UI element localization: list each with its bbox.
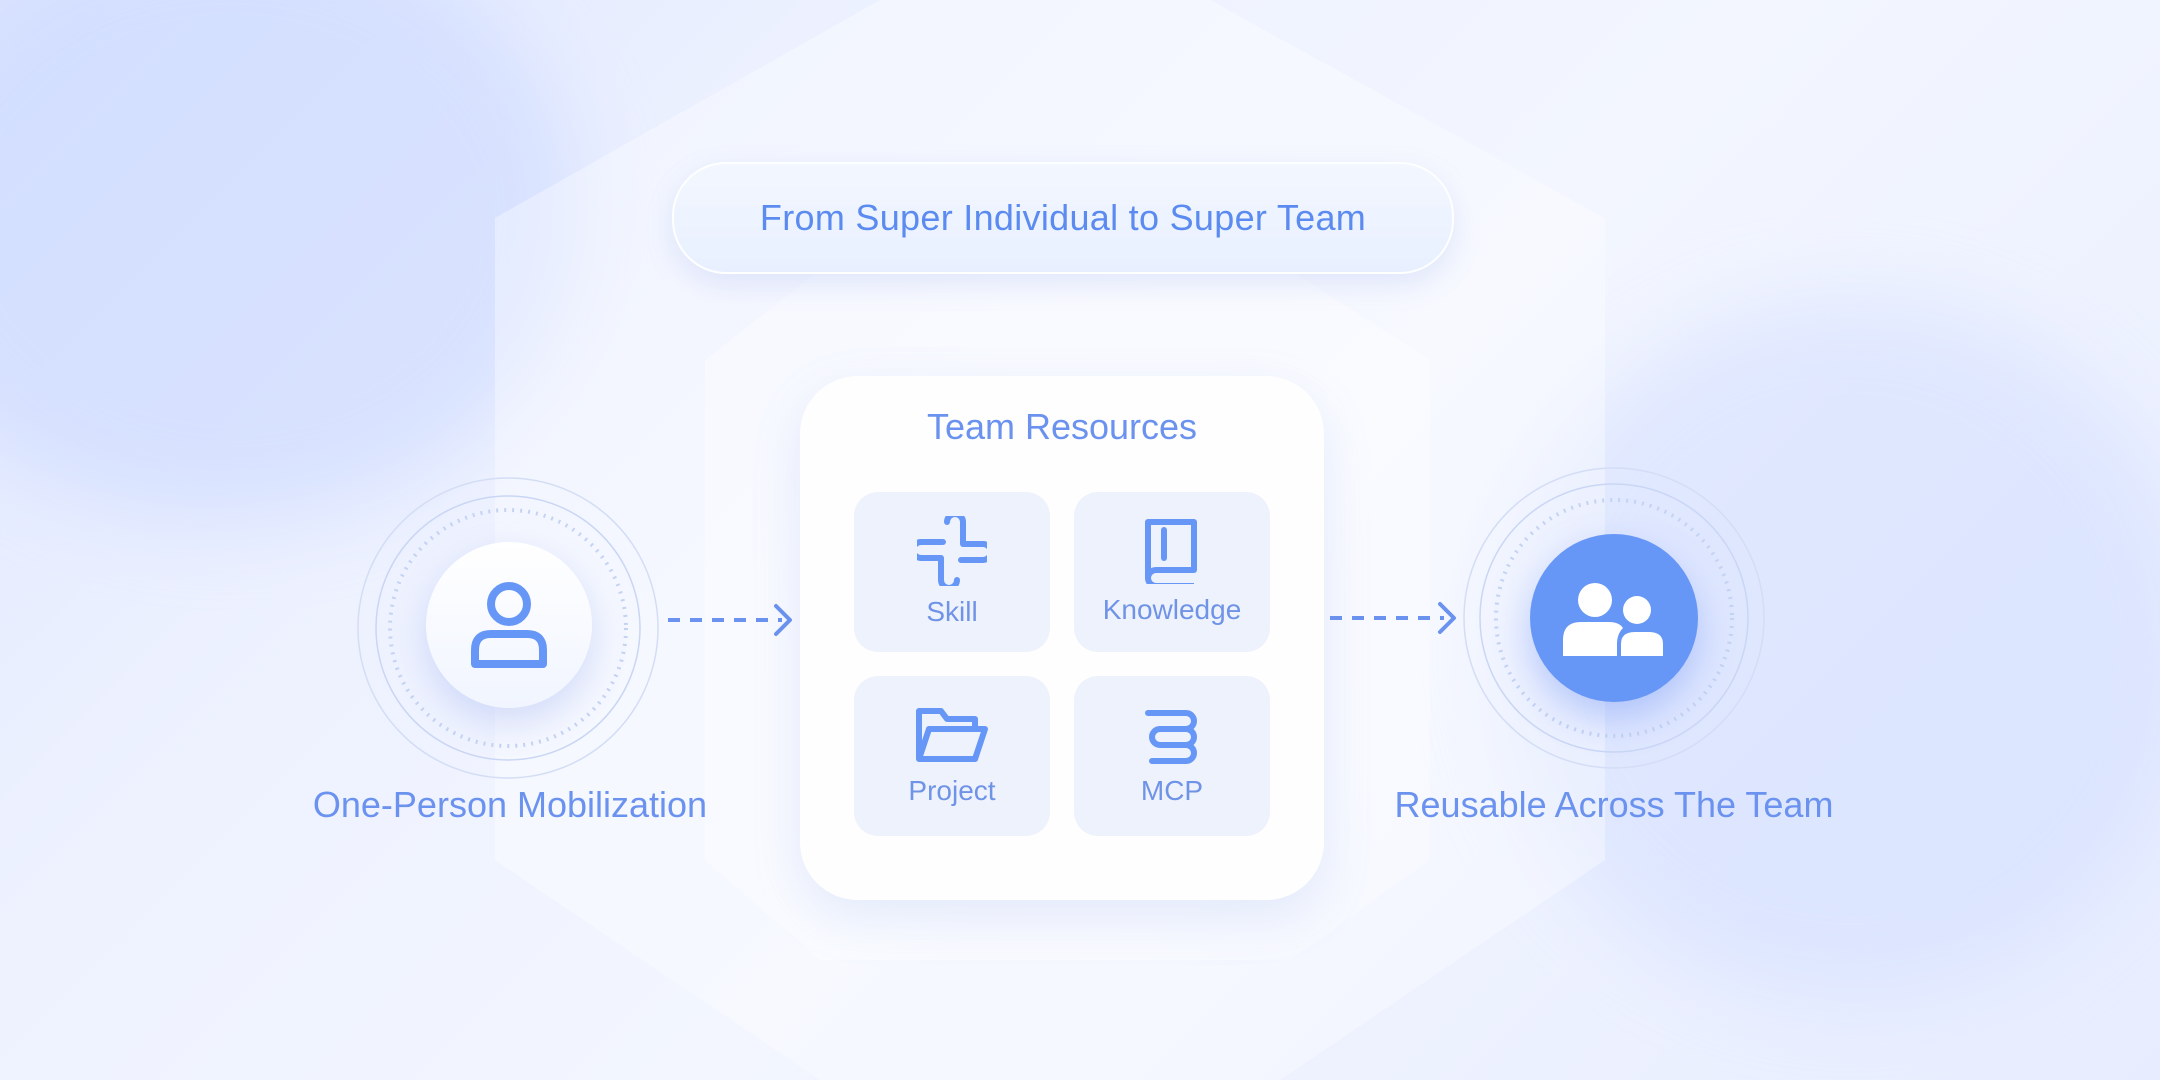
resource-tile-skill: Skill: [854, 492, 1050, 652]
right-node-label: Reusable Across The Team: [1394, 784, 1834, 825]
resource-tile-knowledge: Knowledge: [1074, 492, 1270, 652]
diagram-title: From Super Individual to Super Team: [672, 162, 1454, 274]
resources-title: Team Resources: [926, 406, 1198, 447]
resource-tile-project: Project: [854, 676, 1050, 836]
resource-label-mcp: MCP: [1140, 775, 1204, 806]
individual-node: [426, 542, 592, 708]
team-resources-card: Team Resources Skill Knowledge Project: [800, 376, 1324, 900]
resource-label-project: Project: [908, 775, 996, 806]
skill-icon: [917, 516, 987, 586]
book-icon: [1145, 519, 1197, 584]
person-icon: [471, 582, 547, 668]
resource-label-skill: Skill: [926, 596, 978, 627]
team-icon: [1563, 583, 1663, 656]
team-node: [1530, 534, 1698, 702]
mcp-icon: [1145, 710, 1197, 764]
resource-label-knowledge: Knowledge: [1102, 594, 1242, 625]
left-node-label: One-Person Mobilization: [312, 784, 708, 825]
folder-icon: [916, 708, 988, 762]
resource-tile-mcp: MCP: [1074, 676, 1270, 836]
